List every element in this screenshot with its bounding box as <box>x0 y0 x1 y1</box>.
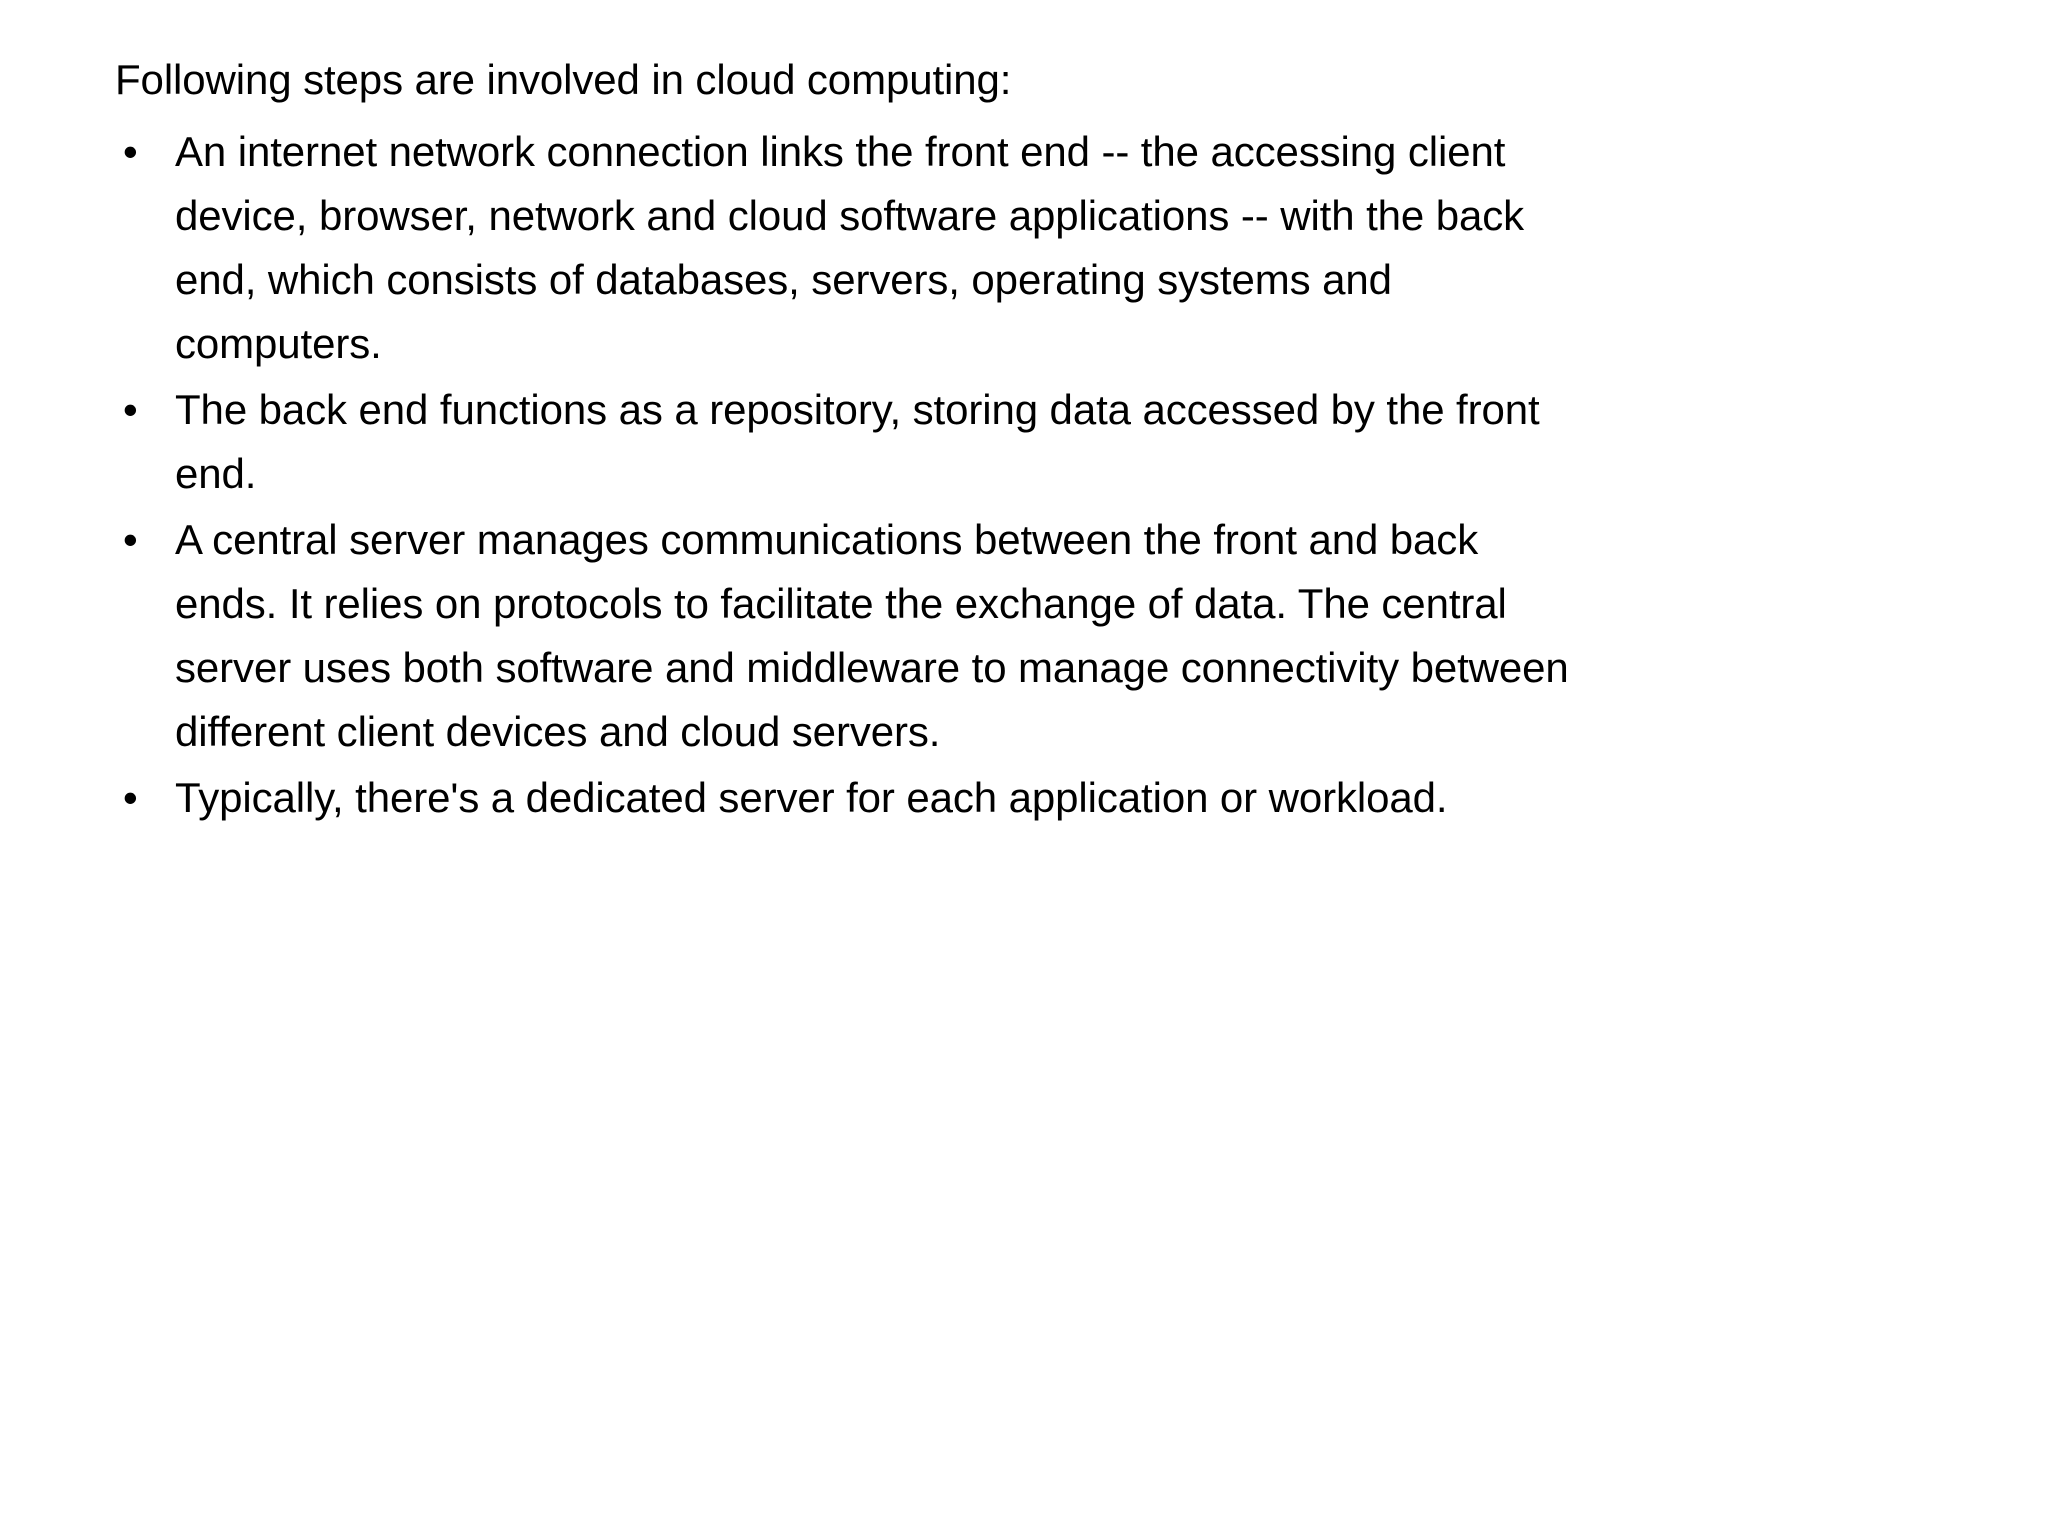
slide-content-placeholder[interactable]: Following steps are involved in cloud co… <box>115 48 1955 832</box>
bullet-point-icon: • <box>123 386 138 433</box>
list-item[interactable]: • An internet network connection links t… <box>115 120 1575 376</box>
bullet-point-icon: • <box>123 516 138 563</box>
list-item-text: The back end functions as a repository, … <box>175 386 1540 497</box>
bullet-point-icon: • <box>123 128 138 175</box>
list-item[interactable]: • A central server manages communication… <box>115 508 1575 764</box>
list-item[interactable]: • The back end functions as a repository… <box>115 378 1570 506</box>
list-item[interactable]: • Typically, there's a dedicated server … <box>115 766 1505 830</box>
list-item-text: A central server manages communications … <box>175 516 1569 755</box>
bullet-point-icon: • <box>123 774 138 821</box>
intro-line: Following steps are involved in cloud co… <box>115 56 1012 103</box>
bullet-list: • An internet network connection links t… <box>115 120 1955 830</box>
list-item-text: Typically, there's a dedicated server fo… <box>175 774 1448 821</box>
list-item-text: An internet network connection links the… <box>175 128 1525 367</box>
